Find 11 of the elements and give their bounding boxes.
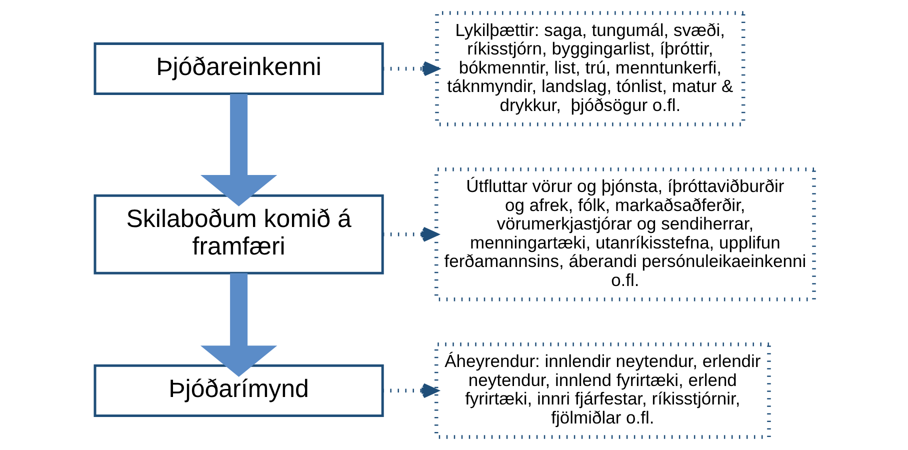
node-box: Þjóðarímynd [93, 364, 384, 417]
node-box: Útfluttar vörur og þjónsta, íþróttaviðburðir og afrek, fólk, markaðsaðferðir, vörumerkjastjórar og sendiherrar, menningartæki, utanríkisstefna, upplifun ferðamannsins, áberandi persónuleikaeinkenni o.fl. [434, 167, 816, 302]
node-box: Lykilþættir: saga, tungumál, svæði, ríkisstjórn, byggingarlist, íþróttir, bókmenntir, list, trú, menntunkerfi, táknmyndir, landslag, tónlist, matur & drykkur, þjóðsögur o.fl. [434, 11, 745, 126]
node-box: Skilaboðum komið á framfæri [93, 194, 384, 274]
arrow [200, 94, 277, 206]
arrow [382, 61, 438, 76]
arrow [382, 383, 438, 398]
arrow [382, 226, 438, 242]
node-box: Áheyrendur: innlendir neytendur, erlendir neytendur, innlend fyrirtæki, erlend fyrirtæki, innri fjárfestar, ríkisstjórnir, fjölmiðlar o.fl. [434, 342, 770, 439]
node-box: Þjóðareinkenni [93, 42, 384, 95]
arrow [200, 273, 277, 377]
